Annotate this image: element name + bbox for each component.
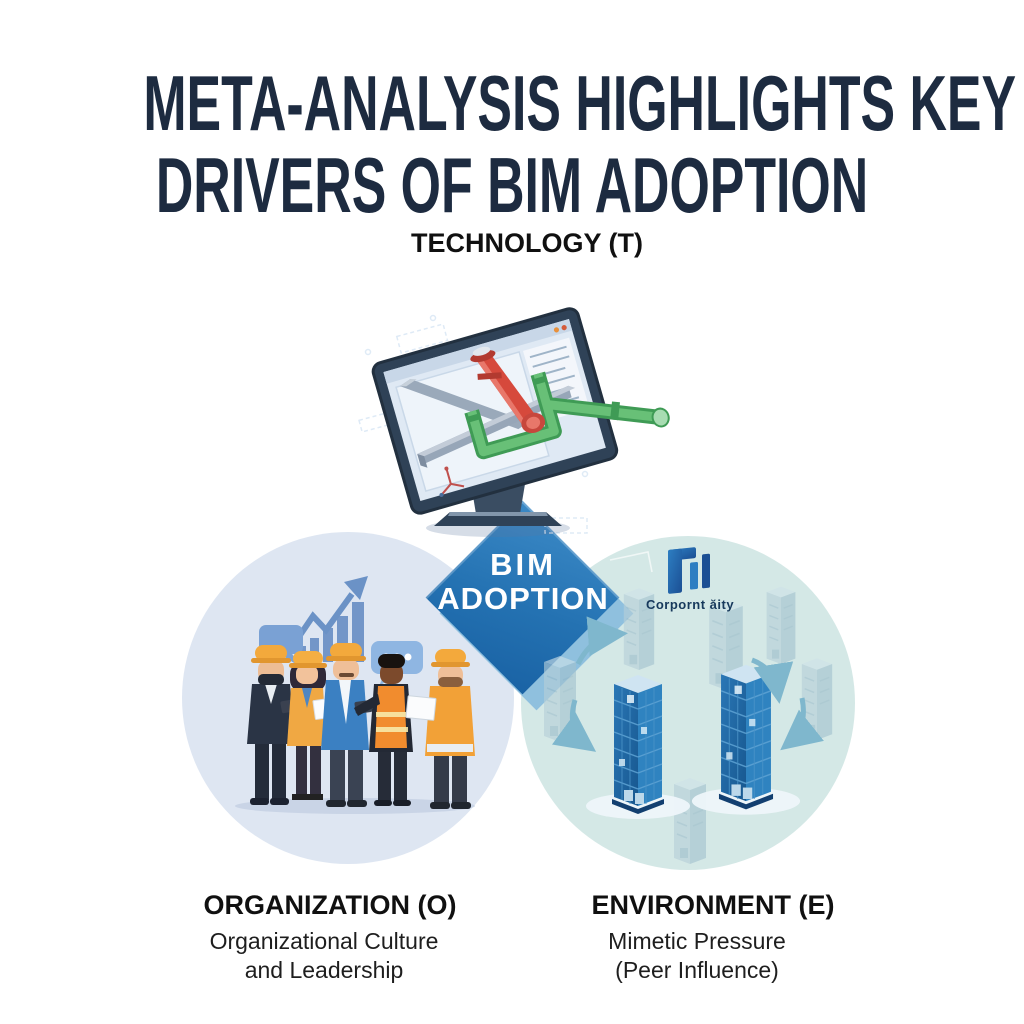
page-title-line2: DRIVERS OF BIM ADOPTION [155, 142, 869, 229]
circular-influence-arrows-icon [551, 616, 824, 752]
isometric-buildings-icon [543, 585, 833, 865]
construction-team-illustration [235, 643, 475, 814]
environment-subtitle-line2: (Peer Influence) [615, 956, 779, 983]
bim-adoption-line1: BIM [490, 547, 556, 582]
organization-subtitle-line1: Organizational Culture [209, 928, 439, 954]
corporate-logo-icon [668, 547, 710, 594]
organization-label: ORGANIZATION (O) [203, 890, 457, 920]
bim-adoption-line2: ADOPTION [437, 581, 609, 616]
technology-label: TECHNOLOGY (T) [411, 228, 643, 258]
environment-subtitle: Mimetic Pressure (Peer Influence) [547, 927, 847, 985]
monitor-bim-model-icon [371, 307, 670, 537]
person-hivis [354, 654, 413, 806]
organization-subtitle: Organizational Culture and Leadership [174, 927, 474, 985]
corporate-logo-caption: Corpornt ăity [645, 597, 735, 612]
environment-subtitle-line1: Mimetic Pressure [608, 928, 786, 954]
page-title-line1: META-ANALYSIS HIGHLIGHTS KEY [143, 60, 1017, 148]
person-blue-jacket [321, 643, 373, 807]
page-title: META-ANALYSIS HIGHLIGHTS KEY DRIVERS OF … [143, 60, 1017, 229]
bim-adoption-label: BIM ADOPTION [393, 549, 653, 614]
environment-label: ENVIRONMENT (E) [591, 890, 835, 920]
person-orange-sweater [405, 649, 475, 809]
person-suit [247, 645, 300, 805]
organization-subtitle-line2: and Leadership [244, 956, 404, 983]
